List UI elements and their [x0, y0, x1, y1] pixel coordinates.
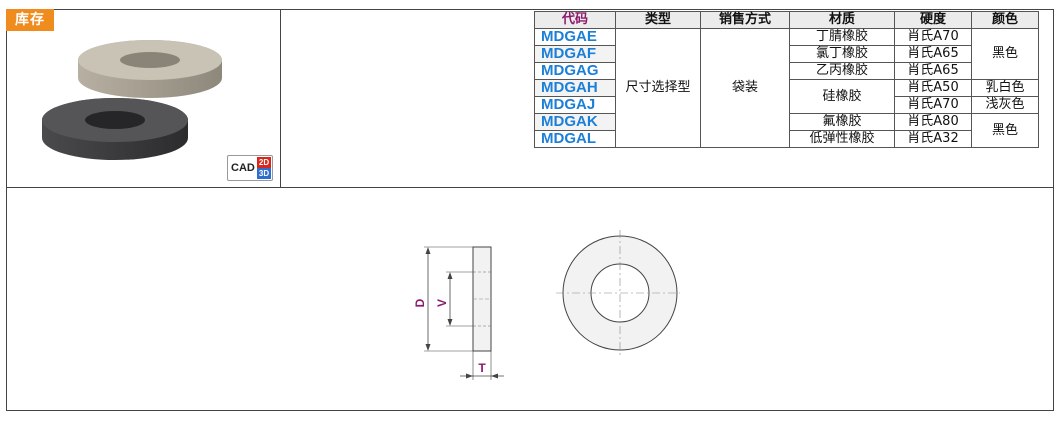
header-material: 材质	[789, 11, 895, 29]
code-cell[interactable]: MDGAL	[534, 130, 616, 148]
header-sale: 销售方式	[700, 11, 790, 29]
header-color: 颜色	[971, 11, 1039, 29]
hardness-cell: 肖氏A32	[894, 130, 972, 148]
material-cell: 氯丁橡胶	[789, 45, 895, 63]
code-cell[interactable]: MDGAK	[534, 113, 616, 131]
dimension-d-label: D	[413, 298, 427, 307]
hardness-cell: 肖氏A50	[894, 79, 972, 97]
spec-table: 代码 类型 销售方式 材质 硬度 颜色 MDGAE 尺寸选择型 袋装 丁腈橡胶 …	[534, 11, 1039, 148]
header-type: 类型	[615, 11, 701, 29]
material-cell: 氟橡胶	[789, 113, 895, 131]
stock-badge: 库存	[6, 9, 54, 31]
table-row: MDGAF 氯丁橡胶 肖氏A65	[534, 45, 1039, 63]
washer-photo	[42, 40, 222, 160]
color-cell: 浅灰色	[971, 96, 1039, 114]
product-frame	[6, 9, 1054, 411]
hardness-cell: 肖氏A70	[894, 28, 972, 46]
product-photo-box	[6, 9, 281, 187]
type-cell: 尺寸选择型	[615, 28, 701, 148]
code-cell[interactable]: MDGAF	[534, 45, 616, 63]
table-row: MDGAK 氟橡胶 肖氏A80 黑色	[534, 113, 1039, 148]
color-cell: 黑色	[971, 28, 1039, 80]
code-cell[interactable]: MDGAH	[534, 79, 616, 97]
material-cell: 硅橡胶	[789, 79, 895, 114]
hardness-cell: 肖氏A65	[894, 62, 972, 80]
cad-2d-label: 2D	[257, 157, 271, 168]
sale-cell: 袋装	[700, 28, 790, 148]
technical-drawing: D V T	[413, 230, 680, 380]
material-cell: 丁腈橡胶	[789, 28, 895, 46]
header-code: 代码	[534, 11, 616, 29]
dimension-v-label: V	[435, 299, 449, 307]
code-cell[interactable]: MDGAJ	[534, 96, 616, 114]
cad-badge[interactable]: CAD 2D 3D	[227, 155, 273, 181]
color-cell: 黑色	[971, 113, 1039, 148]
section-divider	[6, 187, 1054, 188]
table-row: MDGAL 低弹性橡胶 肖氏A32	[534, 130, 1039, 148]
dimension-t-label: T	[478, 361, 486, 375]
hardness-cell: 肖氏A70	[894, 96, 972, 114]
code-cell[interactable]: MDGAE	[534, 28, 616, 46]
code-cell[interactable]: MDGAG	[534, 62, 616, 80]
table-row: MDGAJ 肖氏A70 浅灰色	[534, 96, 1039, 114]
header-hardness: 硬度	[894, 11, 972, 29]
table-row: MDGAH 硅橡胶 肖氏A50 乳白色	[534, 79, 1039, 114]
material-cell: 乙丙橡胶	[789, 62, 895, 80]
cad-label: CAD	[231, 162, 255, 174]
table-header-row: 代码 类型 销售方式 材质 硬度 颜色	[534, 11, 1039, 29]
table-row: MDGAE 尺寸选择型 袋装 丁腈橡胶 肖氏A70 黑色	[534, 28, 1039, 148]
hardness-cell: 肖氏A80	[894, 113, 972, 131]
color-cell: 乳白色	[971, 79, 1039, 97]
hardness-cell: 肖氏A65	[894, 45, 972, 63]
material-cell: 低弹性橡胶	[789, 130, 895, 148]
cad-3d-label: 3D	[257, 168, 271, 179]
